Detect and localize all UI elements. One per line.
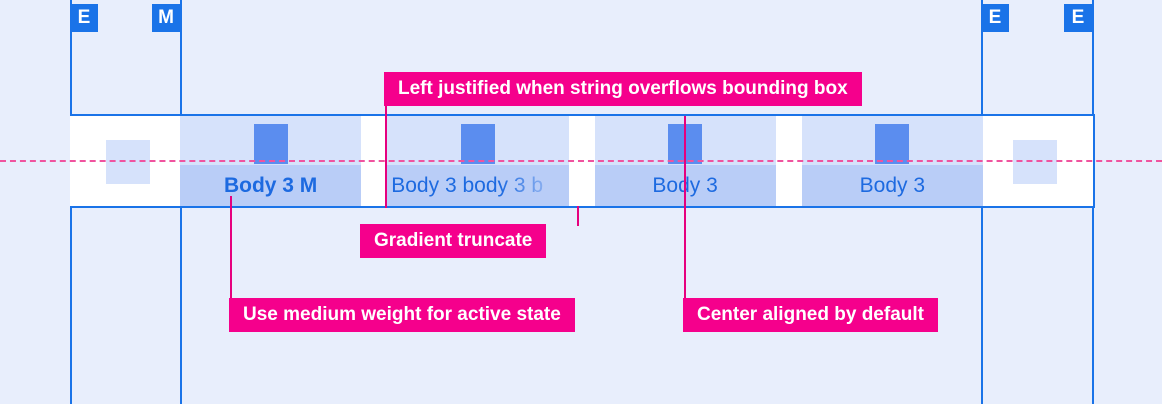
spec-badge-m-left-inner: M (152, 4, 180, 32)
callout-overflow: Left justified when string overflows bou… (384, 72, 862, 106)
spec-badge-e-left-outer: E (70, 4, 98, 32)
tab-item-1[interactable]: Body 3 M (180, 116, 362, 206)
tab-label-band: Body 3 body 3 b (387, 165, 569, 206)
tab-label: Body 3 M (223, 174, 318, 197)
tab-item-2[interactable]: Body 3 body 3 b (387, 116, 569, 206)
horizontal-centerline (0, 160, 1162, 162)
leader-gradient (577, 206, 579, 226)
tab-icon-placeholder-icon (460, 124, 495, 164)
tab-bar: Body 3 M Body 3 body 3 b Body 3 (180, 116, 983, 206)
spec-badge-e-right-inner: E (981, 4, 1009, 32)
tab-icon-band (180, 116, 362, 165)
end-placeholder-left (106, 140, 150, 184)
leader-overflow (385, 106, 387, 208)
spec-badge-e-right-outer: E (1064, 4, 1092, 32)
tab-label-band: Body 3 (801, 165, 983, 206)
callout-medium-weight: Use medium weight for active state (229, 298, 575, 332)
tab-icon-band (387, 116, 569, 165)
callout-gradient: Gradient truncate (360, 224, 547, 258)
tab-label: Body 3 body 3 b (391, 174, 544, 197)
tab-icon-placeholder-icon (875, 124, 910, 164)
leader-medium-weight (230, 196, 232, 298)
tab-icon-placeholder-icon (253, 124, 288, 164)
tab-label-band: Body 3 M (180, 165, 362, 206)
leader-center-aligned (684, 116, 686, 298)
end-placeholder-right (1013, 140, 1057, 184)
tab-item-4[interactable]: Body 3 (801, 116, 983, 206)
tab-label: Body 3 (859, 174, 926, 197)
callout-center-aligned: Center aligned by default (683, 298, 938, 332)
tab-icon-band (801, 116, 983, 165)
